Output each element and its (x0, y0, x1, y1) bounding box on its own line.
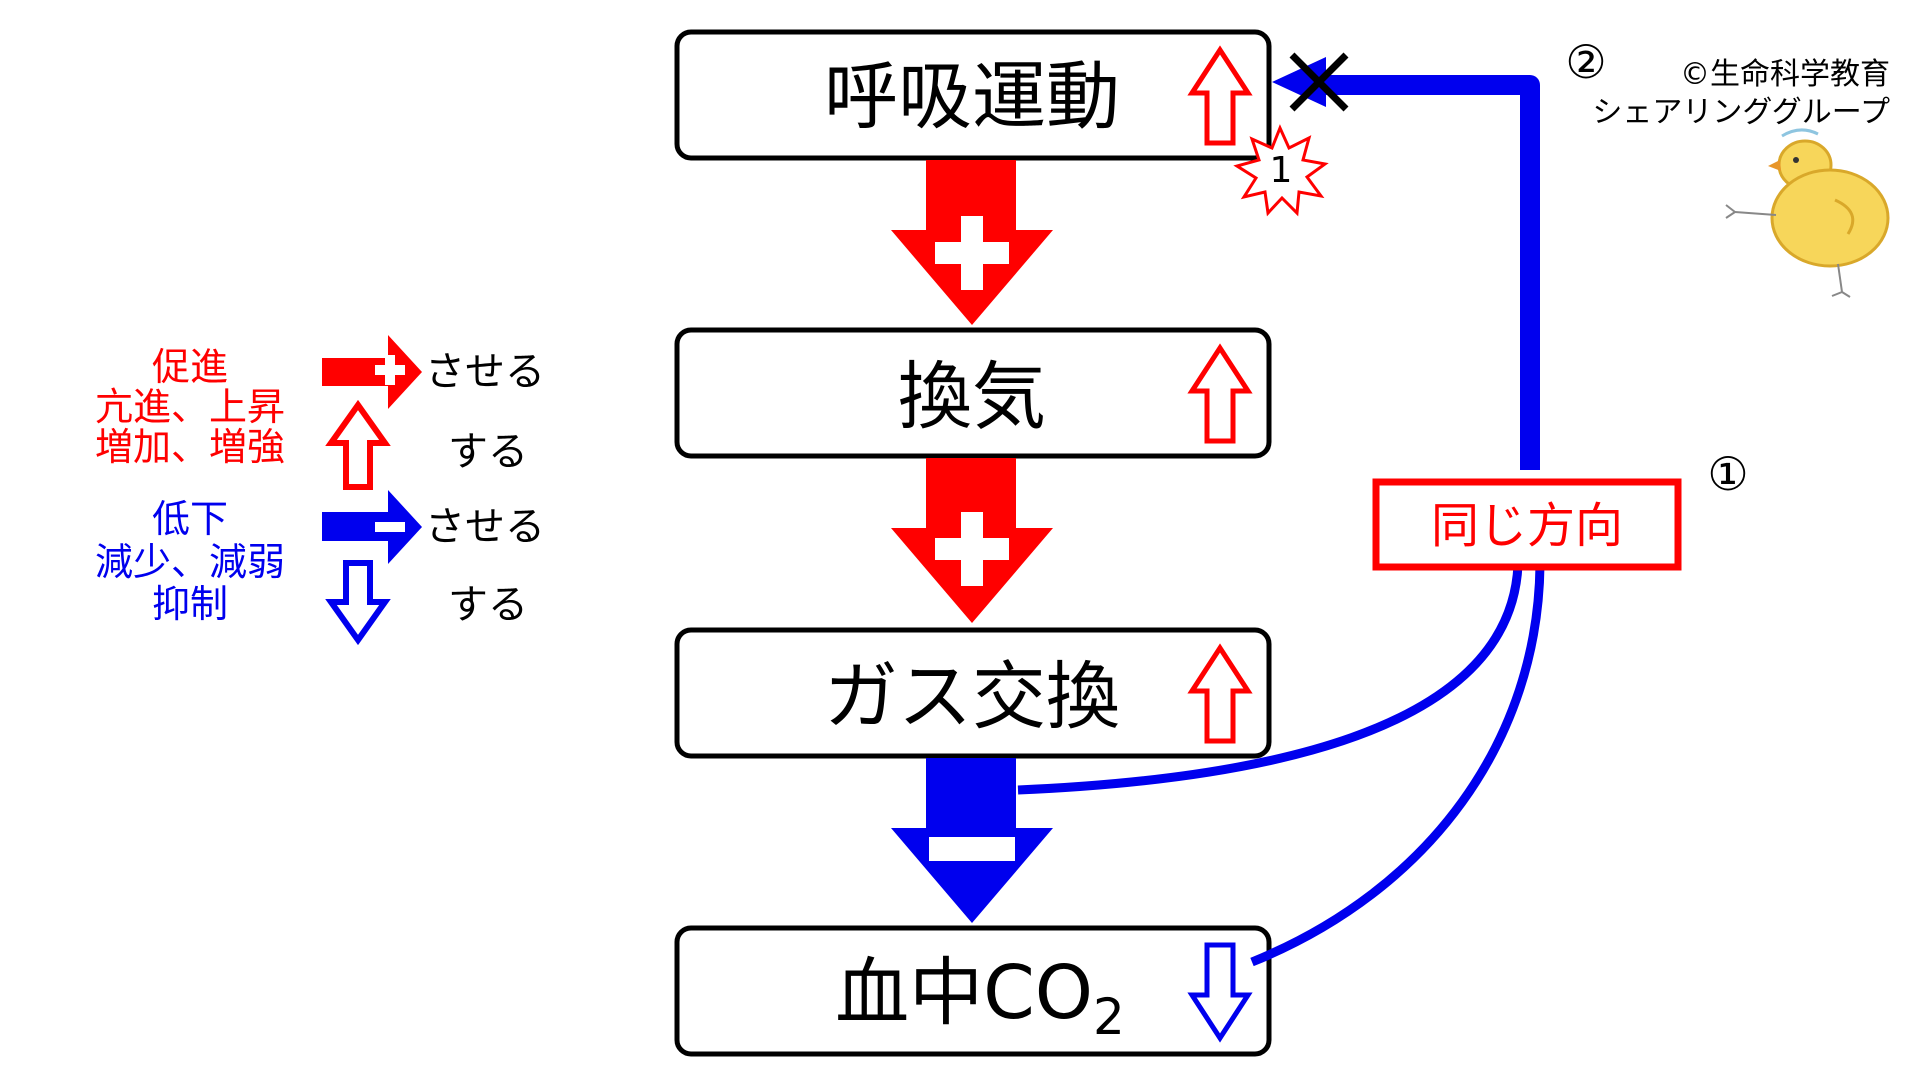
legend: 促進 亢進、上昇 増加、増強 させる する 低下 減少、減弱 抑制 させる する (95, 335, 545, 646)
down-arrow-icon (1187, 942, 1253, 1043)
burst-icon: 1 (1233, 124, 1329, 217)
legend-do-text-blue: する (448, 582, 528, 628)
marker-circled-2: ② (1565, 35, 1606, 89)
flow-box-ventilation: 換気 (674, 327, 1272, 459)
legend-promote-word-3: 増加、増強 (95, 425, 285, 469)
legend-do-text-red: する (448, 429, 528, 475)
marker-circled-1: ① (1707, 447, 1748, 501)
legend-suppress-word-2: 減少、減弱 (95, 540, 285, 584)
legend-cause-text-red: させる (425, 349, 545, 395)
box-label-blood-co2: 血中CO2 (835, 950, 1125, 1046)
chick-illustration (1725, 128, 1890, 298)
credit-line-2: シェアリンググループ (1592, 95, 1890, 130)
legend-red-up-arrow-icon (325, 399, 391, 490)
box-label-blood-co2-subscript: 2 (1093, 988, 1125, 1046)
block-cross-icon (1289, 52, 1349, 112)
connector-plus-arrow-1 (891, 160, 1053, 325)
box-label-respiratory-movement: 呼吸運動 (824, 54, 1120, 140)
same-direction-label: 同じ方向 (1372, 478, 1682, 571)
flow-box-respiratory-movement: 呼吸運動 (674, 29, 1272, 161)
box-label-blood-co2-main: 血中CO (835, 950, 1093, 1036)
flow-box-blood-co2: 血中CO2 (674, 925, 1272, 1057)
flow-box-gas-exchange: ガス交換 (674, 627, 1272, 759)
same-direction-text: 同じ方向 (1431, 498, 1623, 554)
feedback-loop (1017, 57, 1545, 967)
connector-minus-arrow (891, 758, 1053, 923)
legend-promote-word-2: 亢進、上昇 (95, 385, 285, 429)
feedback-arrowhead (1272, 57, 1326, 107)
up-arrow-icon (1187, 45, 1253, 146)
up-arrow-icon (1187, 643, 1253, 744)
legend-suppress-word-1: 低下 (152, 497, 228, 541)
legend-promote-word-1: 促進 (152, 345, 228, 389)
up-arrow-icon (1187, 343, 1253, 444)
legend-cause-text-blue: させる (425, 504, 545, 550)
legend-blue-down-arrow-icon (325, 560, 391, 646)
connector-plus-arrow-2 (891, 458, 1053, 623)
legend-blue-minus-arrow-icon (322, 490, 422, 564)
legend-suppress-word-3: 抑制 (152, 582, 228, 626)
box-label-ventilation: 換気 (898, 354, 1046, 440)
legend-red-plus-arrow-icon (322, 335, 422, 409)
burst-number: 1 (1270, 150, 1293, 191)
box-label-gas-exchange: ガス交換 (824, 654, 1120, 740)
credit-line-1: ©生命科学教育 (1680, 57, 1890, 92)
